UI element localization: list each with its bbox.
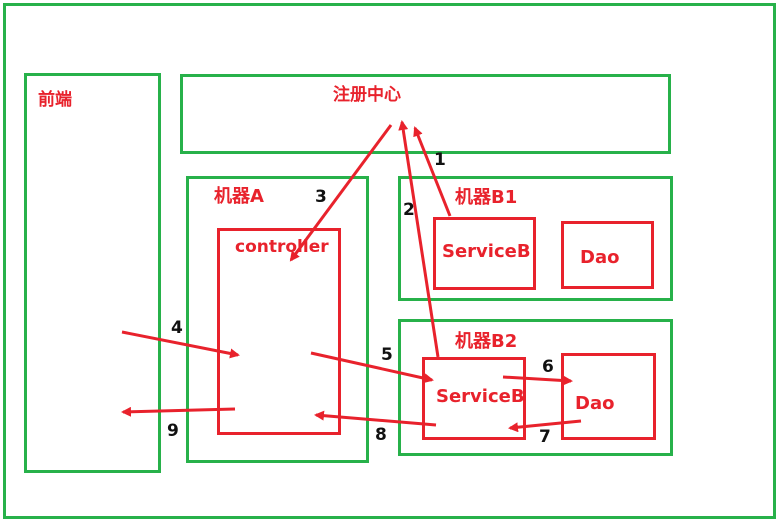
dao-b1-box (561, 221, 654, 289)
step-5: 5 (381, 345, 393, 365)
frontend-label: 前端 (38, 90, 72, 110)
machine-b2-box (398, 319, 673, 456)
outer-frame (3, 3, 776, 519)
arrow-9 (121, 406, 236, 417)
step-9: 9 (167, 421, 179, 441)
controller-box (217, 228, 341, 435)
step-2: 2 (403, 200, 415, 220)
arrow-6 (502, 375, 573, 386)
machine-b1-box (398, 176, 673, 301)
arrow-7 (508, 419, 582, 433)
arrow-3 (289, 124, 393, 262)
frontend-box (24, 73, 161, 473)
dao-b2-label: Dao (575, 393, 615, 414)
service-b1-box (433, 217, 536, 290)
service-b2-box (422, 357, 526, 440)
step-4: 4 (171, 318, 183, 338)
step-1: 1 (434, 150, 446, 170)
step-6: 6 (542, 357, 554, 377)
machine-a-box (186, 176, 369, 463)
arrow-5 (310, 351, 434, 384)
dao-b1-label: Dao (580, 247, 620, 268)
step-3: 3 (315, 187, 327, 207)
dao-b2-box (561, 353, 656, 440)
registry-label: 注册中心 (333, 85, 401, 105)
service-b2-label: ServiceB (436, 386, 525, 407)
machine-b1-label: 机器B1 (455, 187, 518, 208)
step-8: 8 (375, 425, 387, 445)
arrow-2 (398, 120, 440, 358)
step-7: 7 (539, 427, 551, 447)
arrow-8 (314, 410, 437, 427)
arrow-1 (413, 126, 452, 217)
machine-b2-label: 机器B2 (455, 331, 518, 352)
service-b1-label: ServiceB (442, 241, 531, 262)
machine-a-label: 机器A (214, 186, 264, 207)
arrow-4 (121, 330, 240, 359)
